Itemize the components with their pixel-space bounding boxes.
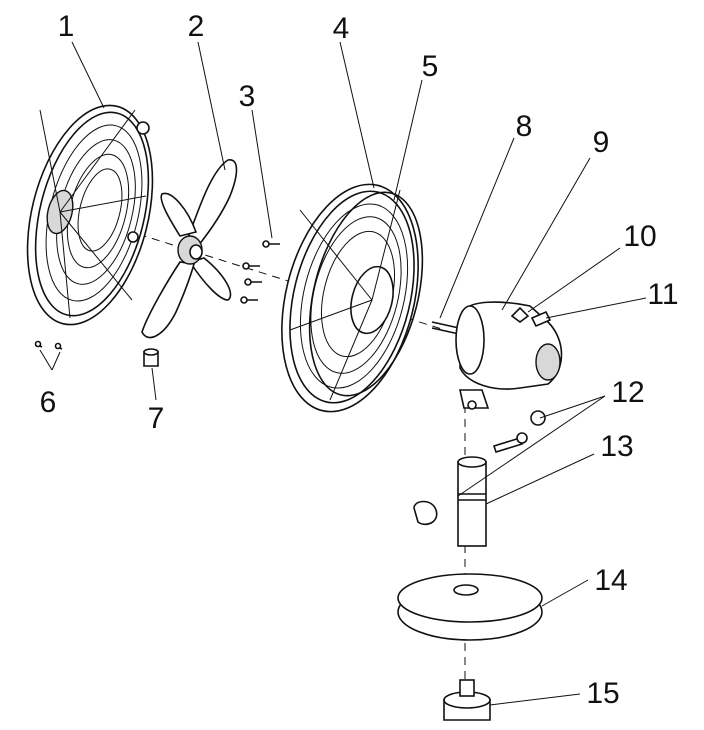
rear-grille (26, 104, 154, 326)
callout-2: 2 (188, 10, 205, 43)
base-plate (397, 573, 543, 641)
fan-blade (141, 159, 238, 339)
rear-grille-screws (34, 340, 63, 350)
tilt-screw-and-nut (413, 410, 546, 526)
callout-1: 1 (58, 10, 75, 43)
callout-9: 9 (593, 126, 610, 159)
callout-4: 4 (333, 12, 350, 45)
clamp-ring (308, 191, 424, 397)
callout-10: 10 (623, 220, 656, 253)
callout-7: 7 (148, 402, 165, 435)
callout-14: 14 (594, 564, 627, 597)
oscillation-cap (530, 310, 552, 328)
callout-15: 15 (586, 677, 619, 710)
front-grille (281, 183, 419, 413)
callout-13: 13 (600, 430, 633, 463)
upright-pole (457, 456, 487, 547)
assembly-axis-lines (44, 204, 466, 700)
callout-12: 12 (611, 376, 644, 409)
leader-lines (39, 41, 647, 706)
callout-5: 5 (422, 50, 439, 83)
callout-3: 3 (239, 80, 256, 113)
blade-screws (240, 240, 280, 304)
base-lock-nut (443, 679, 491, 721)
callout-8: 8 (516, 110, 533, 143)
spinner-nut (143, 348, 159, 367)
control-knob (510, 306, 530, 323)
callout-6: 6 (40, 386, 57, 419)
callout-11: 11 (647, 278, 678, 311)
callout-labels: 1 2 3 4 5 6 7 8 9 10 11 12 13 14 15 (40, 10, 679, 710)
motor-housing (455, 301, 563, 410)
